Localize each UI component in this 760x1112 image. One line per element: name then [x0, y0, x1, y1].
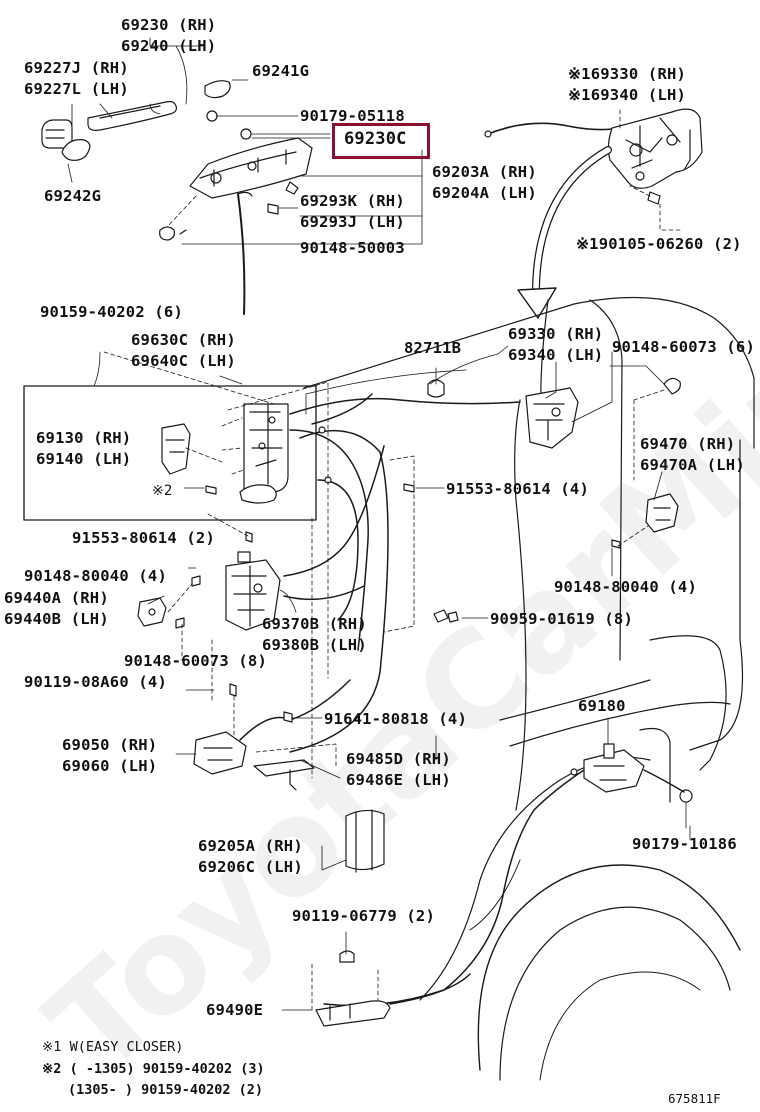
- label-69440a-rh: 69440A (RH): [4, 589, 109, 607]
- label-90148-60073-8: 90148-60073 (8): [124, 652, 267, 670]
- door-body-outline: [303, 296, 755, 1081]
- label-169330-rh: ※169330 (RH): [568, 65, 687, 83]
- label-note2-marker: ※2: [152, 483, 173, 499]
- label-91553-80614-2: 91553-80614 (2): [72, 529, 215, 547]
- label-90159-40202-6: 90159-40202 (6): [40, 303, 183, 321]
- label-69470-rh: 69470 (RH): [640, 435, 736, 453]
- label-69206c-lh: 69206C (LH): [198, 858, 303, 876]
- label-69240-lh: 69240 (LH): [121, 37, 217, 55]
- diagram-id: 675811F: [668, 1091, 721, 1106]
- highlight-box: [332, 123, 430, 159]
- label-90148-80040-4-right: 90148-80040 (4): [554, 578, 697, 596]
- label-69242g: 69242G: [44, 187, 102, 205]
- lower-assemblies: [137, 445, 471, 1027]
- label-69060-lh: 69060 (LH): [62, 757, 158, 775]
- label-69140-lh: 69140 (LH): [36, 450, 132, 468]
- label-69440b-lh: 69440B (LH): [4, 610, 109, 628]
- label-69230c-highlighted[interactable]: 69230C: [344, 129, 407, 149]
- footnote-2b: (1305- ) 90159-40202 (2): [68, 1082, 264, 1098]
- label-69227j-rh: 69227J (RH): [24, 59, 129, 77]
- easy-closer-group: [484, 108, 703, 319]
- label-69205a-rh: 69205A (RH): [198, 837, 303, 855]
- label-69380b-lh: 69380B (LH): [262, 636, 367, 654]
- label-69340-lh: 69340 (LH): [508, 346, 604, 364]
- lock-box-group: [23, 351, 521, 779]
- label-69227l-lh: 69227L (LH): [24, 80, 129, 98]
- label-90179-10186: 90179-10186: [632, 835, 737, 853]
- label-69490e: 69490E: [206, 1001, 264, 1019]
- label-69241g: 69241G: [252, 62, 310, 80]
- label-69330-rh: 69330 (RH): [508, 325, 604, 343]
- label-90179-05118: 90179-05118: [300, 107, 405, 125]
- label-90148-50003: 90148-50003: [300, 239, 405, 257]
- label-82711b: 82711B: [404, 339, 462, 357]
- label-90959-01619: 90959-01619 (8): [490, 610, 633, 628]
- label-69204a-lh: 69204A (LH): [432, 184, 537, 202]
- label-69230-rh: 69230 (RH): [121, 16, 217, 34]
- leader-lines: [147, 345, 691, 841]
- label-69485d-rh: 69485D (RH): [346, 750, 451, 768]
- label-169340-lh: ※169340 (LH): [568, 86, 687, 104]
- footnote-2a: ※2 ( -1305) 90159-40202 (3): [42, 1061, 265, 1077]
- label-69640c-lh: 69640C (LH): [131, 352, 236, 370]
- label-69180: 69180: [578, 697, 626, 715]
- label-90119-06779: 90119-06779 (2): [292, 907, 435, 925]
- label-69486e-lh: 69486E (LH): [346, 771, 451, 789]
- label-69293k-rh: 69293K (RH): [300, 192, 405, 210]
- label-69130-rh: 69130 (RH): [36, 429, 132, 447]
- label-190105-06260: ※190105-06260 (2): [576, 235, 742, 253]
- latch-units: [323, 367, 693, 1007]
- label-69470a-lh: 69470A (LH): [640, 456, 745, 474]
- outside-handle-group: [41, 37, 423, 315]
- label-69630c-rh: 69630C (RH): [131, 331, 236, 349]
- label-69293j-lh: 69293J (LH): [300, 213, 405, 231]
- label-69370b-rh: 69370B (RH): [262, 615, 367, 633]
- label-69203a-rh: 69203A (RH): [432, 163, 537, 181]
- label-69050-rh: 69050 (RH): [62, 736, 158, 754]
- label-90148-80040-4-left: 90148-80040 (4): [24, 567, 167, 585]
- footnote-1: ※1 W(EASY CLOSER): [42, 1039, 184, 1055]
- label-90119-08a60: 90119-08A60 (4): [24, 673, 167, 691]
- label-90148-60073-6: 90148-60073 (6): [612, 338, 755, 356]
- label-91553-80614-4: 91553-80614 (4): [446, 480, 589, 498]
- label-91641-80818: 91641-80818 (4): [324, 710, 467, 728]
